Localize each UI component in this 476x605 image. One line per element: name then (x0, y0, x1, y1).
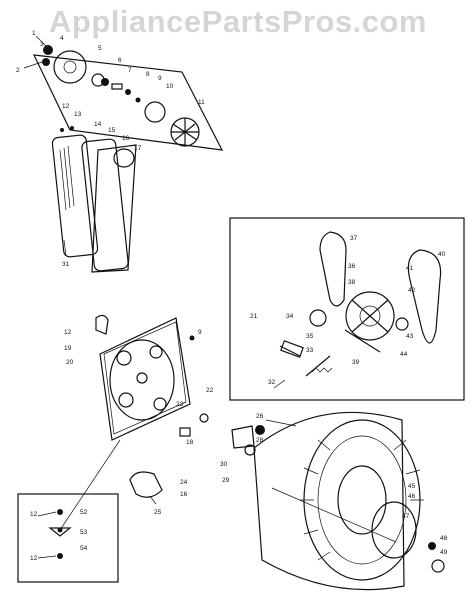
callout-label: 52 (80, 509, 88, 516)
motor-inset-frame (229, 217, 465, 401)
callout-label: 15 (108, 127, 116, 134)
callout-label: 9 (198, 329, 202, 336)
callout-label: 10 (166, 83, 174, 90)
callout-label: 40 (438, 251, 446, 258)
callout-label: 26 (256, 413, 264, 420)
callout-label: 31 (62, 261, 70, 268)
callout-label: 37 (350, 235, 358, 242)
callout-label: 12 (30, 555, 38, 562)
callout-label: 41 (406, 265, 414, 272)
top-assembly (23, 35, 224, 151)
callout-label: 4 (60, 35, 64, 42)
top-assembly-frame (32, 54, 224, 151)
callout-label: 17 (134, 145, 142, 152)
callout-label: 18 (186, 439, 194, 446)
callout-label: 46 (408, 493, 416, 500)
callout-label: 53 (80, 529, 88, 536)
belt-loop-large (407, 249, 442, 344)
callout-label: 38 (348, 279, 356, 286)
callout-label: 29 (222, 477, 230, 484)
callout-label: 33 (306, 347, 314, 354)
callout-label: 16 (180, 491, 188, 498)
callout-label: 25 (154, 509, 162, 516)
callout-label: 28 (256, 437, 264, 444)
callout-label: 11 (198, 99, 205, 106)
belt-loop (319, 231, 347, 307)
callout-label: 35 (306, 333, 314, 340)
drum-assembly (231, 411, 445, 591)
front-bulkhead (59, 314, 209, 531)
callout-label: 2 (16, 67, 20, 74)
drum-lamp (129, 471, 163, 498)
roller-bracket (231, 425, 255, 449)
callout-label: 42 (408, 287, 416, 294)
callout-label: 14 (94, 121, 102, 128)
callout-label: 3 (40, 41, 44, 48)
bulkhead-panel (99, 317, 191, 441)
hardware-inset (17, 493, 119, 583)
callout-label: 45 (408, 483, 416, 490)
callout-label: 54 (80, 545, 88, 552)
callout-label: 49 (440, 549, 448, 556)
callout-label: 43 (406, 333, 414, 340)
callout-label: 21 (250, 313, 258, 320)
idler-wheel (144, 101, 166, 123)
callout-labels: 1 2 3 4 5 6 7 8 9 10 11 12 13 14 15 16 1… (16, 30, 448, 562)
callout-label: 19 (64, 345, 72, 352)
callout-label: 12 (62, 103, 70, 110)
callout-label: 24 (180, 479, 188, 486)
callout-label: 48 (440, 535, 448, 542)
callout-label: 12 (30, 511, 38, 518)
callout-label: 34 (286, 313, 294, 320)
callout-label: 5 (98, 45, 102, 52)
hardware-inset-frame (17, 493, 119, 583)
callout-label: 7 (128, 67, 132, 74)
door-switch (95, 314, 109, 335)
pulley-wheel (53, 50, 87, 84)
drum-roller (255, 425, 265, 435)
drive-belt (51, 134, 99, 258)
callout-label: 32 (268, 379, 276, 386)
motor (345, 291, 395, 341)
callout-label: 39 (352, 359, 360, 366)
callout-label: 16 (122, 135, 130, 142)
callout-label: 9 (158, 75, 162, 82)
callout-label: 27 (256, 425, 264, 432)
callout-label: 1 (32, 30, 36, 37)
belt-assembly (51, 126, 137, 273)
callout-label: 23 (176, 401, 184, 408)
callout-label: 44 (400, 351, 408, 358)
callout-label: 6 (118, 57, 122, 64)
callout-label: 47 (402, 513, 410, 520)
callout-label: 22 (206, 387, 214, 394)
bulkhead-opening (109, 339, 175, 421)
drum-body (253, 411, 405, 591)
callout-label: 13 (74, 111, 82, 118)
callout-label: 8 (146, 71, 150, 78)
drum-seal (371, 501, 417, 559)
callout-label: 36 (348, 263, 356, 270)
callout-label: 12 (64, 329, 72, 336)
bearing (43, 45, 53, 55)
callout-label: 20 (66, 359, 74, 366)
callout-label: 30 (220, 461, 228, 468)
motor-inset (229, 217, 465, 401)
